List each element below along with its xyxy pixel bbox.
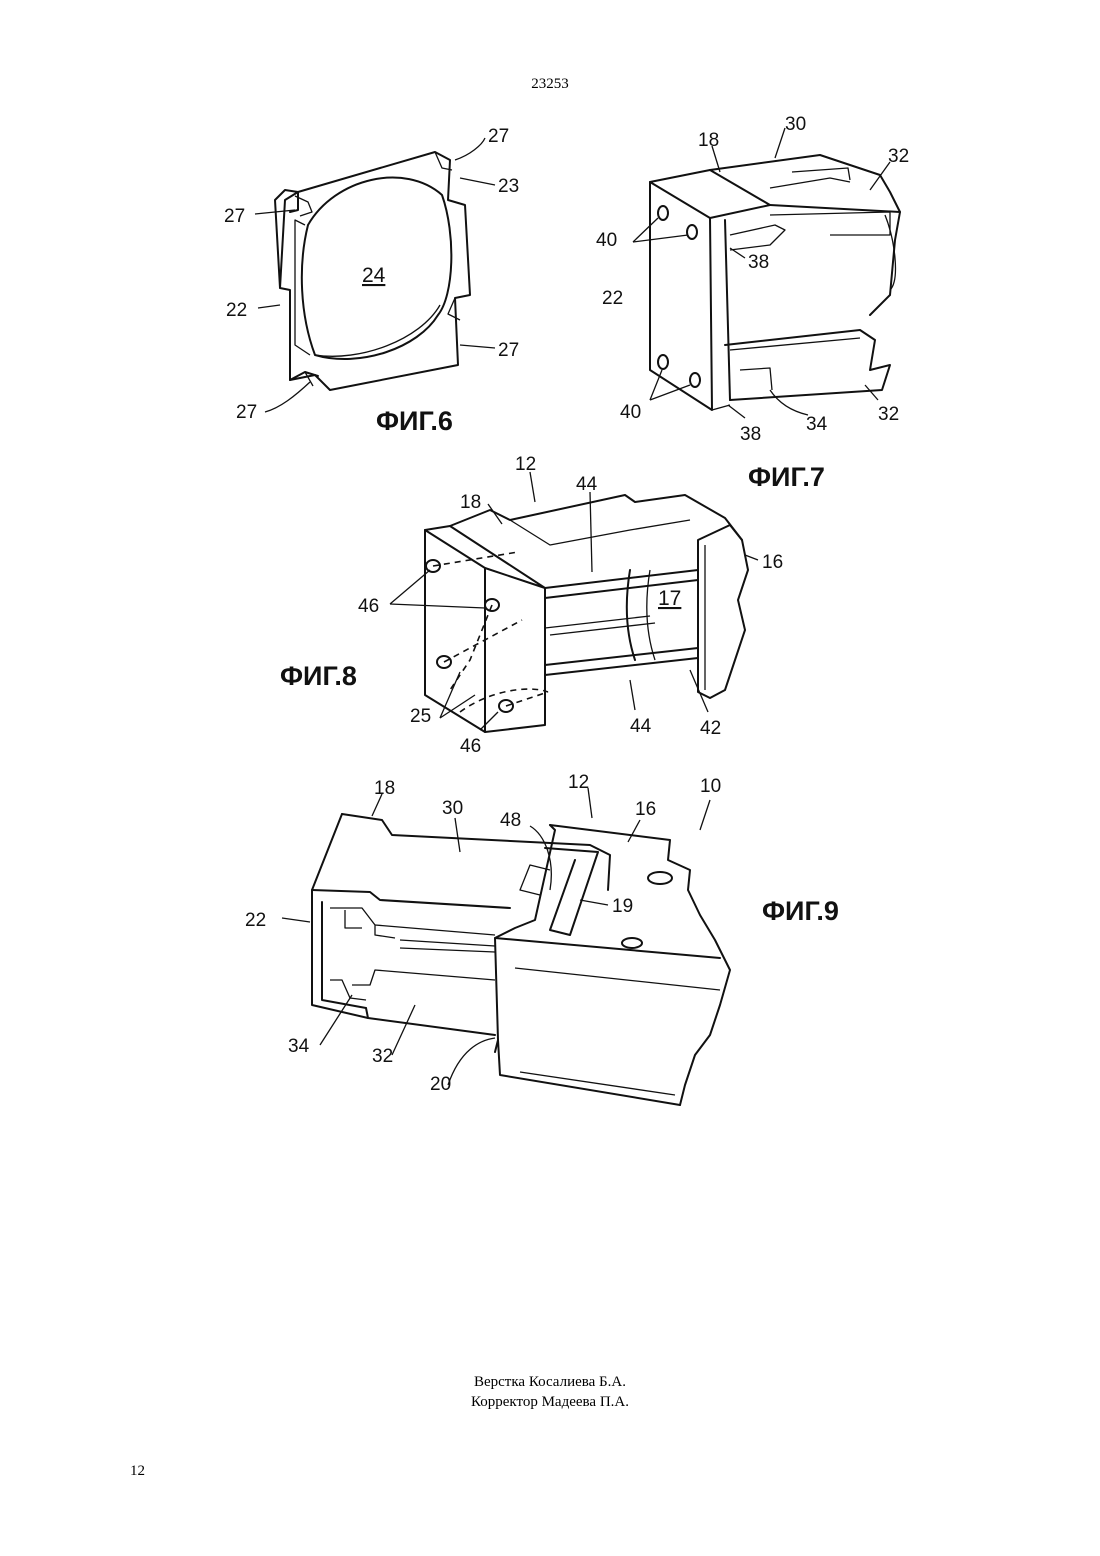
proofreader-credit: Корректор Мадеева П.А. bbox=[0, 1392, 1100, 1412]
fig6-label-24: 24 bbox=[362, 264, 386, 287]
fig8-label-17: 17 bbox=[658, 587, 681, 610]
fig7-label-40-top: 40 bbox=[596, 230, 617, 251]
fig7-label-18: 18 bbox=[698, 130, 719, 151]
fig8-label-25: 25 bbox=[410, 706, 431, 727]
fig8-label-18: 18 bbox=[460, 492, 481, 513]
fig6-label-27-bottom: 27 bbox=[236, 402, 257, 423]
document-number: 23253 bbox=[0, 76, 1100, 93]
fig8-label-42: 42 bbox=[700, 718, 721, 739]
figure-6: 24 27 23 27 22 27 27 ФИГ.6 bbox=[224, 126, 519, 436]
figure-8: 17 12 18 44 16 46 25 46 44 42 bbox=[280, 454, 783, 757]
fig9-label-34: 34 bbox=[288, 1036, 310, 1057]
fig6-label-27-left: 27 bbox=[224, 206, 245, 227]
fig7-label-32-top: 32 bbox=[888, 146, 909, 167]
fig9-label-10: 10 bbox=[700, 776, 721, 797]
fig6-caption: ФИГ.6 bbox=[376, 406, 453, 436]
fig7-caption: ФИГ.7 bbox=[748, 462, 825, 492]
fig8-label-16: 16 bbox=[762, 552, 783, 573]
fig9-label-12: 12 bbox=[568, 772, 589, 793]
page-number: 12 bbox=[130, 1463, 145, 1480]
patent-drawing-sheet: 24 27 23 27 22 27 27 ФИГ.6 bbox=[130, 100, 1000, 1120]
fig9-label-20: 20 bbox=[430, 1074, 451, 1095]
fig7-label-32-bottom: 32 bbox=[878, 404, 899, 425]
fig8-label-12: 12 bbox=[515, 454, 536, 475]
fig8-label-44-bottom: 44 bbox=[630, 716, 652, 737]
fig6-label-27-right: 27 bbox=[498, 340, 519, 361]
figure-7: 18 30 32 40 38 22 40 38 34 32 ФИГ.7 bbox=[596, 114, 909, 492]
fig9-label-32: 32 bbox=[372, 1046, 393, 1067]
figure-9: 18 30 12 48 16 10 22 19 34 32 20 ФИГ.9 bbox=[245, 772, 839, 1105]
fig8-label-46-bottom: 46 bbox=[460, 736, 481, 757]
fig8-label-44-top: 44 bbox=[576, 474, 598, 495]
fig6-label-23: 23 bbox=[498, 176, 519, 197]
fig7-label-34: 34 bbox=[806, 414, 828, 435]
fig7-label-38-top: 38 bbox=[748, 252, 769, 273]
layout-credit: Верстка Косалиева Б.А. bbox=[0, 1372, 1100, 1392]
fig9-label-30: 30 bbox=[442, 798, 463, 819]
fig6-label-27-top: 27 bbox=[488, 126, 509, 147]
credits-block: Верстка Косалиева Б.А. Корректор Мадеева… bbox=[0, 1372, 1100, 1412]
fig8-label-46-top: 46 bbox=[358, 596, 379, 617]
fig9-label-18: 18 bbox=[374, 778, 395, 799]
fig7-label-22: 22 bbox=[602, 288, 623, 309]
fig9-label-19: 19 bbox=[612, 896, 633, 917]
fig9-label-16: 16 bbox=[635, 799, 656, 820]
fig9-label-48: 48 bbox=[500, 810, 521, 831]
fig9-caption: ФИГ.9 bbox=[762, 896, 839, 926]
fig7-label-30: 30 bbox=[785, 114, 806, 135]
fig9-label-22: 22 bbox=[245, 910, 266, 931]
fig7-label-38-bottom: 38 bbox=[740, 424, 761, 445]
fig7-label-40-bottom: 40 bbox=[620, 402, 641, 423]
fig6-label-22: 22 bbox=[226, 300, 247, 321]
fig8-caption: ФИГ.8 bbox=[280, 661, 357, 691]
